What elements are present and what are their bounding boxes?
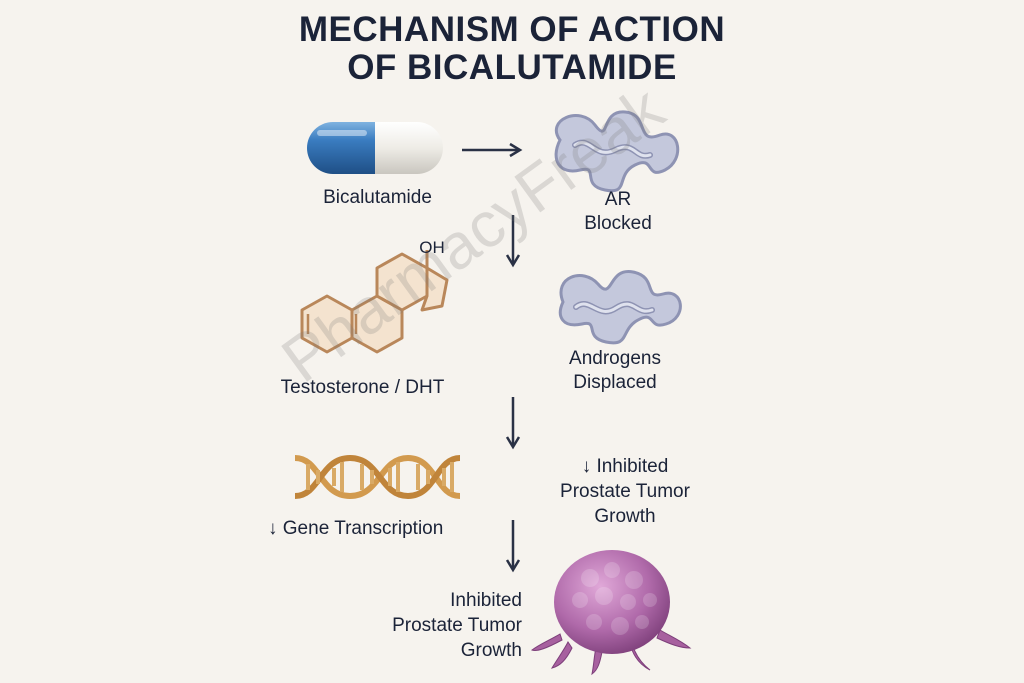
inhibited-bottom-line-1: Inhibited xyxy=(450,590,522,611)
arrow-right-icon xyxy=(462,142,523,158)
arrow-down-icon xyxy=(505,397,521,450)
hydroxyl-label: OH xyxy=(419,238,445,257)
page-title-line-1: MECHANISM OF ACTION xyxy=(298,10,726,49)
hormone-label: Testosterone / DHT xyxy=(280,377,445,398)
displaced-label-line-1: Androgens xyxy=(569,348,661,369)
drug-label: Bicalutamide xyxy=(323,187,432,208)
tumor-cell-icon xyxy=(530,550,692,676)
inhibited-bottom-line-2: Prostate Tumor xyxy=(392,615,522,636)
displaced-receptor-protein-icon xyxy=(558,270,682,345)
inhibited-right-line-3: Growth xyxy=(594,506,656,527)
transcription-label: ↓ Gene Transcription xyxy=(268,518,444,539)
ar-label-line-2: Blocked xyxy=(584,213,652,234)
dna-helix-icon xyxy=(294,454,461,500)
ar-label-line-1: AR xyxy=(604,189,632,210)
page-title-line-2: OF BICALUTAMIDE xyxy=(347,48,677,87)
testosterone-molecule-icon xyxy=(300,250,449,354)
inhibited-bottom-line-3: Growth xyxy=(460,640,522,661)
capsule-icon xyxy=(307,122,443,174)
arrow-down-icon xyxy=(505,520,521,573)
arrow-down-icon xyxy=(505,215,521,268)
inhibited-right-line-2: Prostate Tumor xyxy=(560,481,690,502)
inhibited-right-line-1: ↓ Inhibited xyxy=(581,456,669,477)
androgen-receptor-protein-icon xyxy=(554,110,680,193)
displaced-label-line-2: Displaced xyxy=(573,372,657,393)
